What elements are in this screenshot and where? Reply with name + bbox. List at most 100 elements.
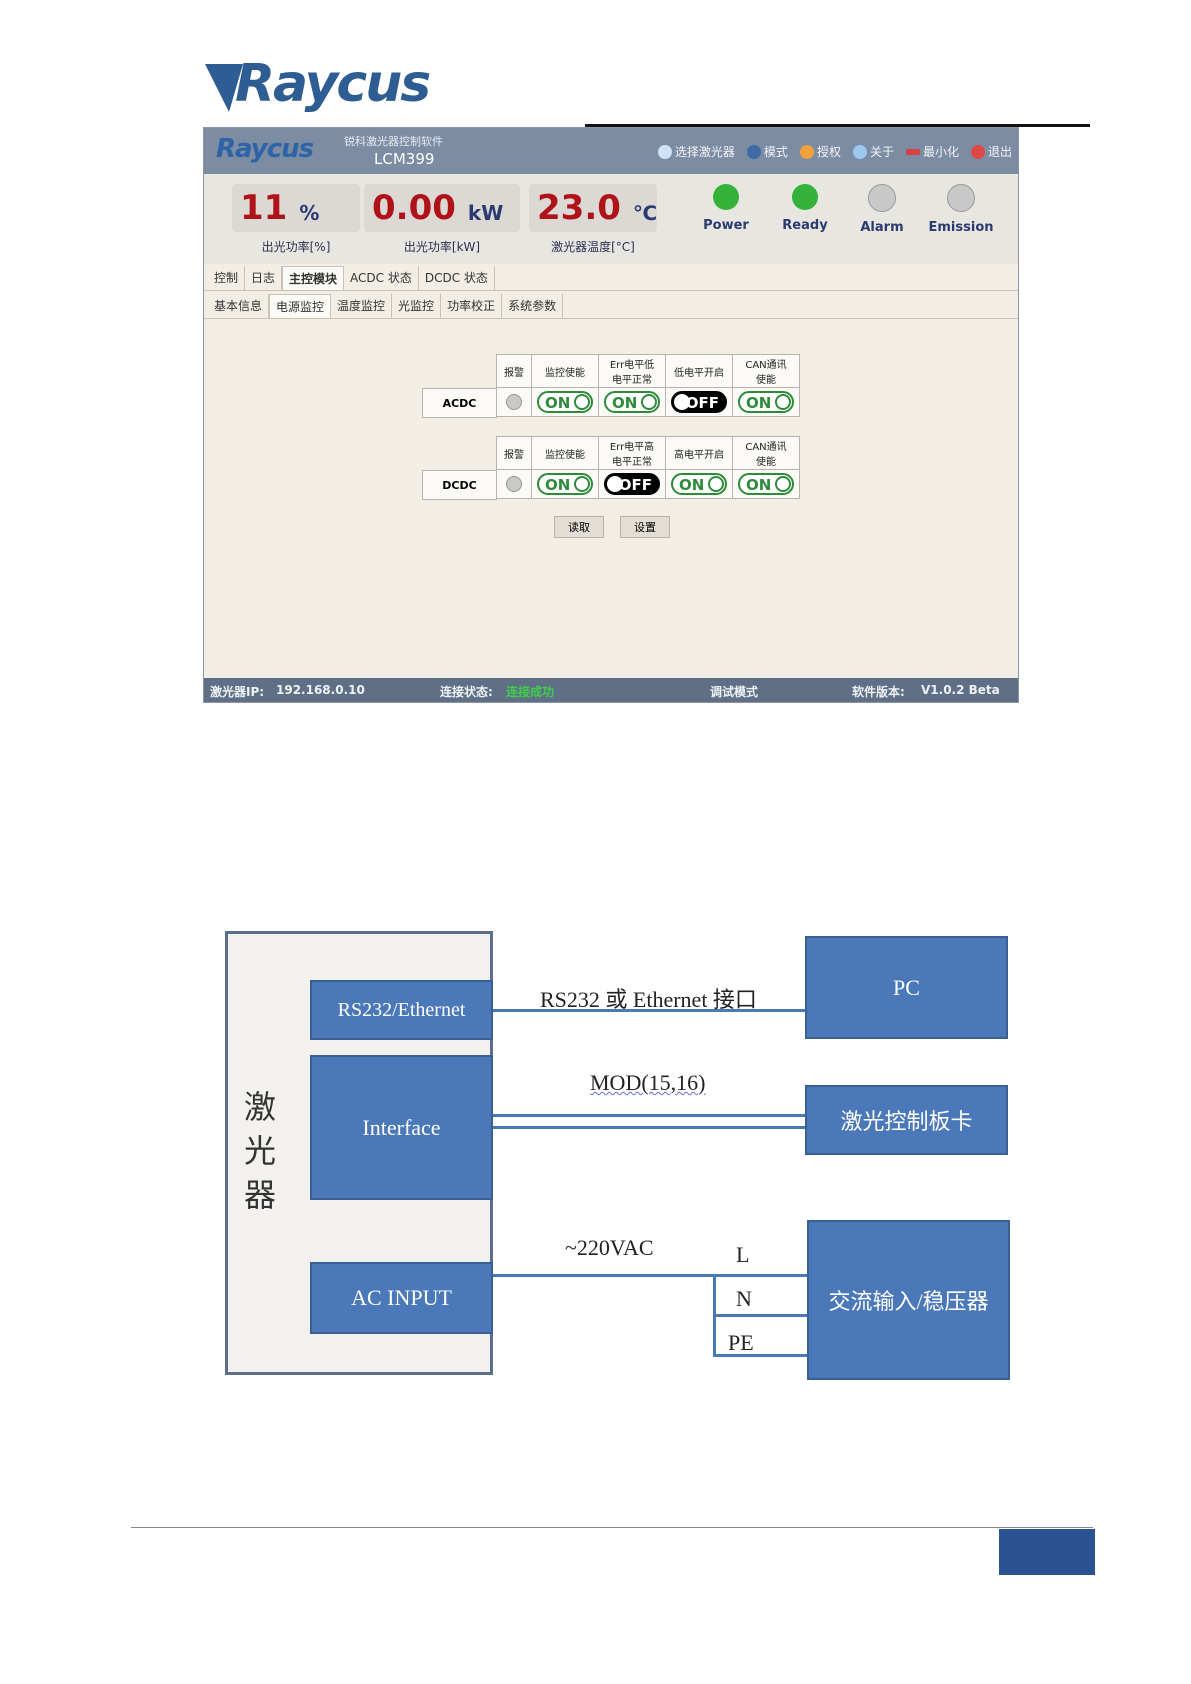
menu-label: 最小化 <box>922 145 959 159</box>
title-bar: Raycus 锐科激光器控制软件 LCM399 选择激光器 模式 授权 关于 最… <box>204 128 1018 174</box>
metric-value: 23.0 <box>537 188 621 228</box>
tab-system-params[interactable]: 系统参数 <box>502 294 564 318</box>
header-monitor-enable: 监控使能 <box>531 436 599 470</box>
tab-divider <box>204 318 1018 319</box>
logo-text: Raycus <box>235 54 431 114</box>
tab-control[interactable]: 控制 <box>208 266 246 290</box>
metric-caption: 出光功率[%] <box>261 240 331 254</box>
menu-label: 关于 <box>869 145 894 159</box>
can-enable-toggle[interactable]: ON <box>738 391 794 413</box>
err-level-toggle[interactable]: OFF <box>604 473 660 495</box>
power-lamp: Power <box>691 184 761 233</box>
mod-link-line-2 <box>493 1126 805 1129</box>
alarm-cell <box>496 387 532 417</box>
mod-link-line-1 <box>493 1114 805 1117</box>
acdc-table: 报警 监控使能 Err电平低 电平正常 低电平开启 CAN通讯 使能 ON ON… <box>496 354 800 417</box>
ip-label: 激光器IP: <box>210 685 265 699</box>
read-button[interactable]: 读取 <box>554 516 604 538</box>
menu-label: 模式 <box>763 145 788 159</box>
metric-unit: ℃ <box>632 201 658 225</box>
raycus-logo: Raycus <box>205 54 445 128</box>
dcdc-row-label: DCDC <box>422 470 497 500</box>
lamp-label: Ready <box>782 218 828 233</box>
tab-basic-info[interactable]: 基本信息 <box>208 294 270 318</box>
minimize-icon <box>905 148 920 155</box>
metric-unit: % <box>299 201 320 225</box>
header-alarm: 报警 <box>496 436 532 470</box>
interface-box: Interface <box>310 1055 493 1200</box>
software-window: Raycus 锐科激光器控制软件 LCM399 选择激光器 模式 授权 关于 最… <box>203 127 1019 703</box>
tab-divider <box>204 290 1018 291</box>
laser-controller-card-box: 激光控制板卡 <box>805 1085 1008 1155</box>
status-led-icon <box>868 184 896 212</box>
menu-select-laser[interactable]: 选择激光器 <box>657 143 735 160</box>
ac-power-regulator-box: 交流输入/稳压器 <box>807 1220 1010 1380</box>
app-subtitle: 锐科激光器控制软件 <box>344 135 443 148</box>
monitor-enable-toggle[interactable]: ON <box>537 391 593 413</box>
header-level-on: 高电平开启 <box>665 436 733 470</box>
bulb-icon <box>657 144 672 159</box>
mod-link-label: MOD(15,16) <box>590 1070 706 1095</box>
menu-about[interactable]: 关于 <box>852 143 894 160</box>
status-led-icon <box>713 184 739 210</box>
lamp-label: Alarm <box>860 220 904 235</box>
alarm-led-icon <box>506 476 522 492</box>
tab-temp-monitor[interactable]: 温度监控 <box>331 294 393 318</box>
main-tabs: 控制 日志 主控模块 ACDC 状态 DCDC 状态 <box>208 266 495 290</box>
pc-box: PC <box>805 936 1008 1039</box>
app-logo: Raycus <box>216 134 314 164</box>
menu-minimize[interactable]: 最小化 <box>905 143 959 160</box>
can-enable-toggle[interactable]: ON <box>738 473 794 495</box>
lamp-label: Power <box>703 218 749 233</box>
sub-tabs: 基本信息 电源监控 温度监控 光监控 功率校正 系统参数 <box>208 294 564 318</box>
alarm-lamp: Alarm <box>847 184 917 235</box>
tab-light-monitor[interactable]: 光监控 <box>392 294 442 318</box>
ac-L-line <box>493 1274 807 1277</box>
menu-label: 退出 <box>987 145 1012 159</box>
tab-main-module[interactable]: 主控模块 <box>282 266 345 290</box>
level-on-toggle[interactable]: OFF <box>671 391 727 413</box>
version-label: 软件版本: <box>852 685 905 699</box>
metric-caption: 激光器温度[°C] <box>551 240 635 254</box>
authorize-icon <box>799 144 814 159</box>
rs232-ethernet-box: RS232/Ethernet <box>310 980 493 1040</box>
footer-page-block <box>999 1529 1095 1575</box>
ac-voltage-label: ~220VAC <box>565 1235 654 1260</box>
menu-authorize[interactable]: 授权 <box>799 143 841 160</box>
header-err-level: Err电平低 电平正常 <box>598 354 666 388</box>
tab-log[interactable]: 日志 <box>245 266 283 290</box>
level-on-toggle[interactable]: ON <box>671 473 727 495</box>
tab-acdc-status[interactable]: ACDC 状态 <box>344 266 419 290</box>
menu-exit[interactable]: 退出 <box>970 143 1012 160</box>
ac-N-line <box>713 1314 807 1317</box>
set-button[interactable]: 设置 <box>620 516 670 538</box>
header-monitor-enable: 监控使能 <box>531 354 599 388</box>
dcdc-table: 报警 监控使能 Err电平高 电平正常 高电平开启 CAN通讯 使能 ON OF… <box>496 436 800 499</box>
header-can-enable: CAN通讯 使能 <box>732 436 800 470</box>
alarm-led-icon <box>506 394 522 410</box>
menu-mode[interactable]: 模式 <box>746 143 788 160</box>
metric-caption: 出光功率[kW] <box>403 240 481 254</box>
temperature-metric: 23.0 ℃ 激光器温度[°C] <box>529 184 657 255</box>
version-value: V1.0.2 Beta <box>921 683 1000 697</box>
header-err-level: Err电平高 电平正常 <box>598 436 666 470</box>
top-menu: 选择激光器 模式 授权 关于 最小化 退出 <box>657 143 1012 160</box>
rs232-link-label: RS232 或 Ethernet 接口 <box>540 987 757 1012</box>
ip-value: 192.168.0.10 <box>276 683 365 697</box>
tab-dcdc-status[interactable]: DCDC 状态 <box>419 266 495 290</box>
switch-cell: OFF <box>598 469 666 499</box>
connection-label: 连接状态: <box>440 685 493 699</box>
tab-power-calibration[interactable]: 功率校正 <box>441 294 503 318</box>
switch-cell: ON <box>732 387 800 417</box>
N-label: N <box>736 1286 752 1311</box>
err-level-toggle[interactable]: ON <box>604 391 660 413</box>
monitor-enable-toggle[interactable]: ON <box>537 473 593 495</box>
header-can-enable: CAN通讯 使能 <box>732 354 800 388</box>
tab-power-monitor[interactable]: 电源监控 <box>269 294 332 318</box>
metric-value: 0.00 <box>372 188 456 228</box>
info-icon <box>852 144 867 159</box>
mode-icon <box>746 144 761 159</box>
status-led-icon <box>792 184 818 210</box>
switch-cell: OFF <box>665 387 733 417</box>
